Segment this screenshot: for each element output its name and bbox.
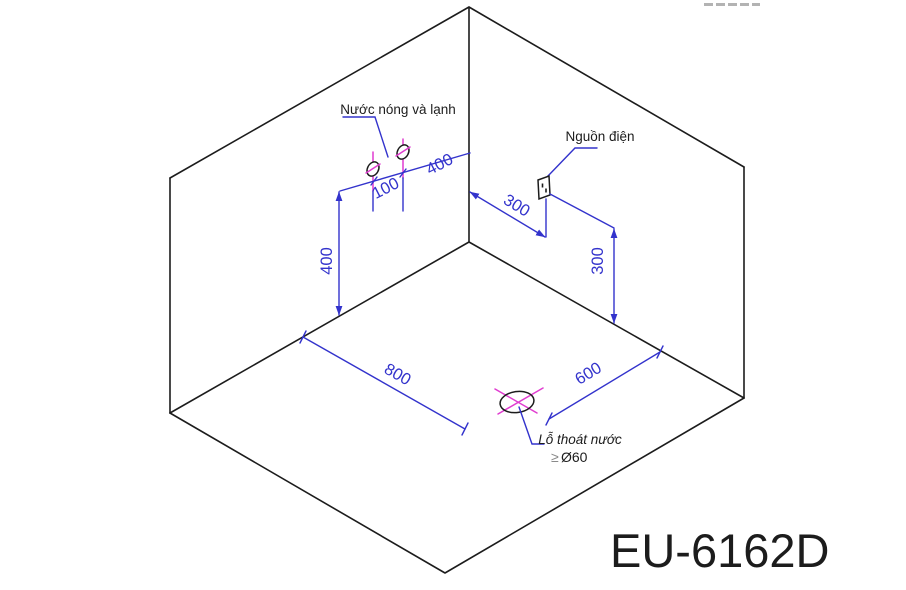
dim-faucet-to-corner: 400: [423, 150, 456, 179]
dim-drain-from-right-wall: 600: [572, 359, 605, 389]
outlet-corner-dimension-line: [469, 191, 546, 238]
outlet-extension-diagonal: [549, 193, 615, 229]
power-outlet-group: Nguồn điện 300 300: [469, 129, 635, 324]
drain-hole-icon: [499, 390, 535, 414]
hot-cold-leader-line: [342, 116, 389, 158]
drain-hole-label: Lỗ thoát nước: [538, 432, 622, 447]
tick-600-start: [545, 412, 553, 426]
hot-cold-water-label: Nước nóng và lạnh: [340, 102, 455, 117]
hot-cold-water-callout: Nước nóng và lạnh: [340, 102, 456, 158]
wall-base-edges: [169, 241, 745, 414]
drain-group: Lỗ thoát nước ≥ Ø60: [494, 387, 622, 465]
drain-cross-line-a: [494, 388, 538, 414]
wall-top-edges: [169, 6, 745, 179]
watermark-text: [704, 3, 760, 6]
dim-outlet-from-corner: 300: [500, 191, 533, 221]
drain-gte-symbol: ≥: [551, 449, 559, 465]
tick-faucet-right: [399, 168, 407, 178]
drain-diameter-value: Ø60: [561, 449, 588, 465]
power-outlet-icon: [537, 174, 551, 201]
faucet-left-slash: [365, 163, 381, 174]
room-outline: [169, 6, 745, 574]
tick-600-end: [656, 345, 664, 359]
dim-faucet-height: 400: [318, 247, 336, 275]
faucet-right-slash: [395, 146, 411, 157]
faucet-dimension-line: [339, 152, 471, 192]
drain-cross-line-b: [497, 387, 544, 415]
power-source-label: Nguồn điện: [565, 129, 634, 144]
tick-faucet-left: [370, 176, 378, 186]
floor-left-dimension-line: [302, 336, 466, 430]
floor-dimensions: 800 600: [299, 330, 664, 436]
power-leader-line: [546, 147, 598, 178]
floor-front-edges: [169, 397, 745, 574]
model-number: EU-6162D: [610, 524, 829, 577]
faucet-height-dimension: 400: [318, 191, 343, 316]
tick-800-end: [461, 422, 469, 436]
tick-800-start: [299, 330, 307, 344]
faucet-group: [365, 138, 411, 212]
drain-leader-line: [518, 406, 545, 445]
floor-right-dimension-line: [548, 351, 661, 420]
dim-outlet-height: 300: [589, 247, 607, 275]
dim-faucet-spacing: 100: [369, 174, 402, 203]
